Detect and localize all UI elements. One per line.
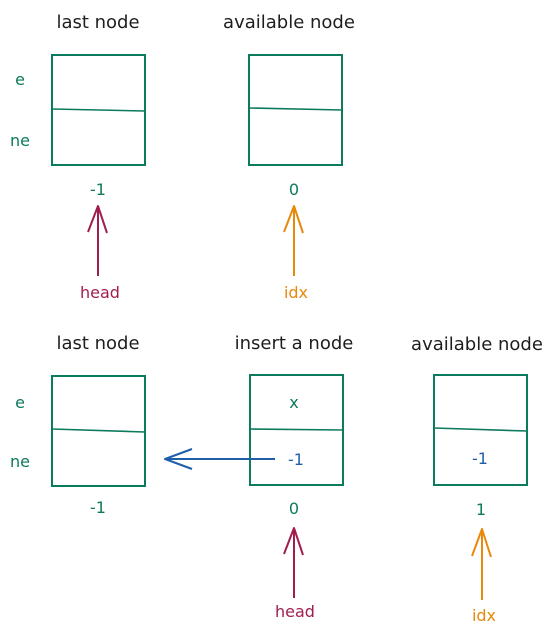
bottom-available-node-ne-value: -1 bbox=[472, 449, 488, 468]
bottom-head-arrow bbox=[283, 527, 304, 598]
bottom-insert-node-index: 0 bbox=[289, 499, 299, 518]
bottom-insert-node-ne-value: -1 bbox=[288, 450, 304, 469]
bottom-insert-node-e-value: x bbox=[289, 393, 298, 412]
bottom-last-node-index: -1 bbox=[90, 498, 106, 517]
top-last-node-box bbox=[51, 54, 146, 166]
bottom-available-node-index: 1 bbox=[476, 500, 486, 519]
bottom-idx-arrow bbox=[471, 528, 492, 600]
top-available-node-box bbox=[248, 54, 343, 166]
top-available-node-title: available node bbox=[223, 12, 355, 33]
bottom-available-node-box bbox=[433, 374, 528, 486]
top-last-node-index: -1 bbox=[90, 180, 106, 199]
top-available-node-index: 0 bbox=[289, 180, 299, 199]
top-row-label-ne: ne bbox=[10, 131, 30, 150]
top-head-label: head bbox=[80, 283, 120, 302]
bottom-idx-label: idx bbox=[472, 606, 496, 625]
top-head-arrow bbox=[87, 205, 108, 276]
next-pointer-arrow bbox=[164, 448, 275, 470]
bottom-insert-node-box bbox=[249, 374, 344, 486]
top-last-node-title: last node bbox=[56, 12, 139, 33]
bottom-row-label-ne: ne bbox=[10, 452, 30, 471]
bottom-available-node-title: available node bbox=[411, 334, 543, 355]
top-row-label-e: e bbox=[15, 70, 25, 89]
bottom-last-node-box bbox=[51, 375, 146, 487]
top-idx-arrow bbox=[283, 205, 304, 276]
bottom-row-label-e: e bbox=[15, 393, 25, 412]
bottom-head-label: head bbox=[275, 602, 315, 621]
bottom-insert-node-title: insert a node bbox=[235, 333, 354, 354]
top-idx-label: idx bbox=[284, 283, 308, 302]
bottom-last-node-title: last node bbox=[56, 333, 139, 354]
